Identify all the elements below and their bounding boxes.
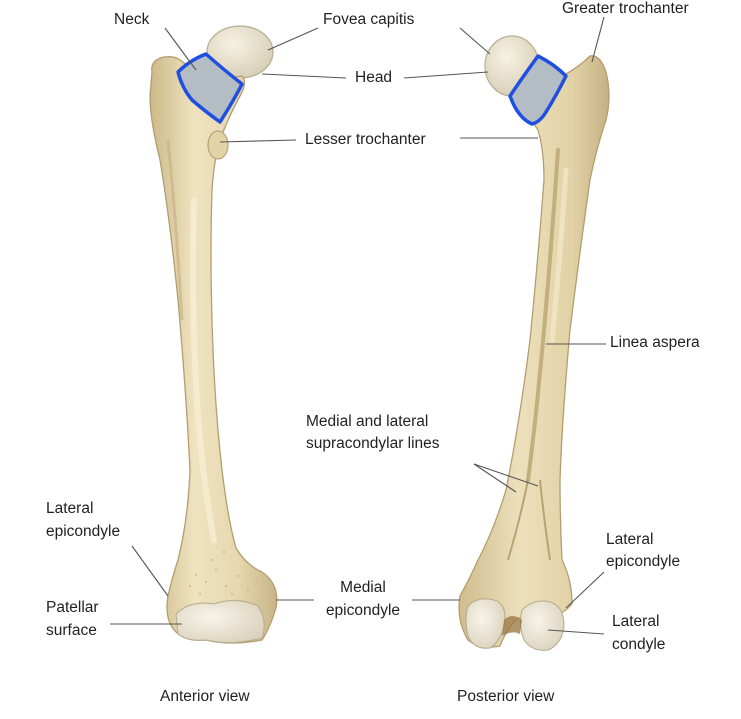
label-lateral-condyle-1: Lateral (612, 613, 660, 630)
anterior-neck-highlight (176, 52, 244, 124)
label-lateral-condyle-2: condyle (612, 636, 666, 653)
posterior-lateral-condyle (519, 600, 565, 651)
posterior-neck-highlight (508, 54, 568, 126)
anterior-femur (149, 25, 278, 644)
label-patellar-surface-1: Patellar (46, 599, 99, 616)
label-greater-trochanter: Greater trochanter (562, 0, 689, 17)
anterior-patellar-surface (175, 599, 265, 644)
posterior-femur (458, 35, 610, 651)
label-fovea-capitis: Fovea capitis (323, 11, 415, 28)
label-lesser-trochanter: Lesser trochanter (305, 131, 426, 148)
anterior-lesser-trochanter (207, 130, 229, 160)
label-lateral-epicondyle-left-1: Lateral (46, 500, 94, 517)
label-lateral-epicondyle-right-1: Lateral (606, 531, 654, 548)
label-supracondylar-line-2: supracondylar lines (306, 435, 440, 452)
posterior-medial-condyle (465, 598, 506, 649)
label-medial-epicondyle-2: epicondyle (325, 602, 401, 619)
label-lateral-epicondyle-left-2: epicondyle (46, 523, 121, 540)
leader-lines (110, 16, 606, 635)
anterior-femur-body (149, 55, 278, 644)
label-lateral-epicondyle-right-2: epicondyle (606, 553, 681, 570)
label-medial-epicondyle-1: Medial (340, 579, 386, 596)
caption-anterior-view: Anterior view (160, 688, 250, 705)
label-neck: Neck (114, 11, 150, 28)
label-head: Head (355, 69, 393, 86)
label-patellar-surface-2: surface (46, 622, 97, 639)
posterior-femur-body (458, 55, 610, 648)
label-linea-aspera: Linea aspera (610, 334, 700, 351)
caption-posterior-view: Posterior view (457, 688, 555, 705)
label-supracondylar-line-1: Medial and lateral (306, 413, 429, 430)
